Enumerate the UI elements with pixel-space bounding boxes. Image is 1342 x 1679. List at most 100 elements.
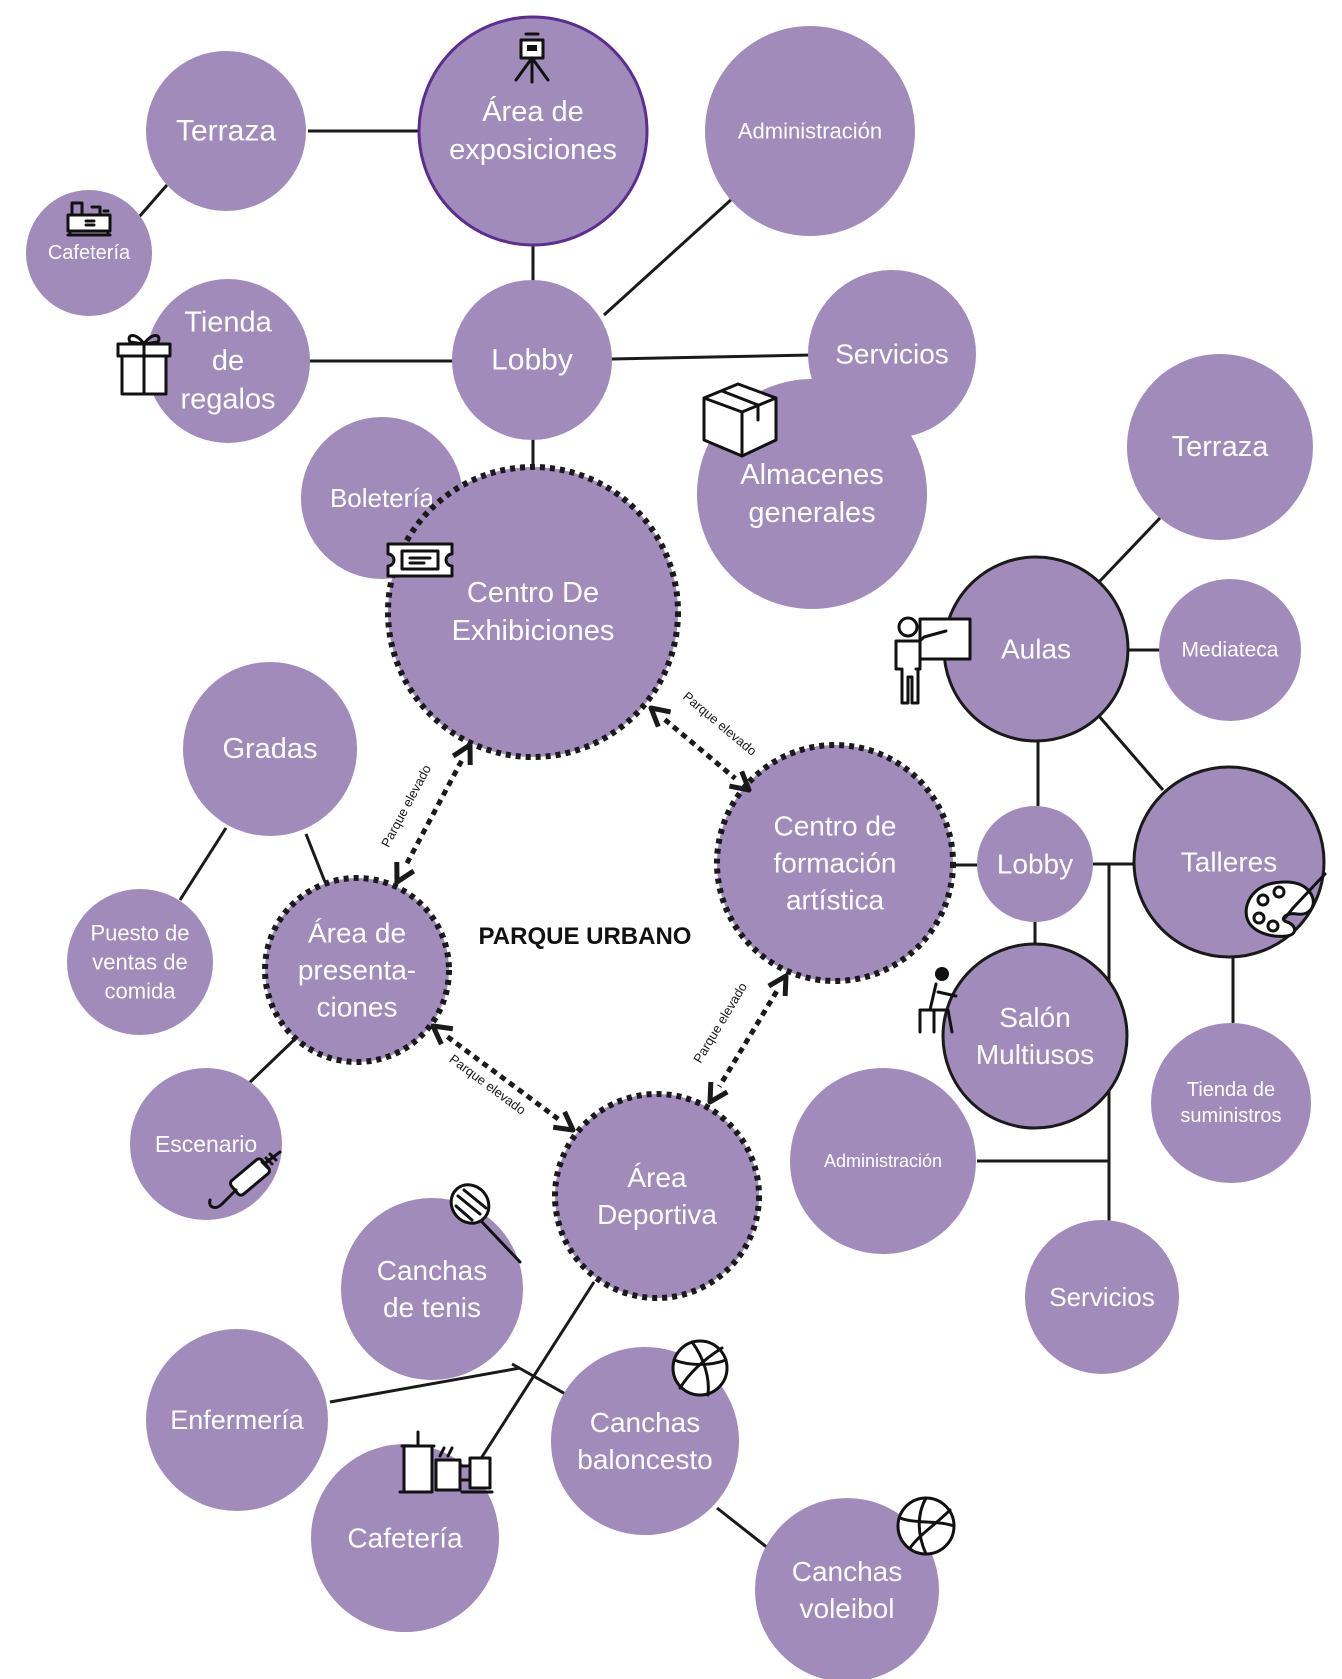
elevated-park-label: Parque elevado <box>378 762 434 849</box>
connector-line <box>1096 516 1162 585</box>
bubble-circle <box>944 557 1128 741</box>
palette-icon <box>1244 872 1327 938</box>
arrow-head-end <box>552 1110 576 1133</box>
bubble-label: Gradas <box>222 733 317 765</box>
bubble-dotted-border <box>385 464 681 760</box>
connector-line <box>137 184 169 218</box>
bubble-label: Centro de <box>774 811 897 842</box>
arrow-head-start <box>451 742 473 766</box>
coffee-cups-icon <box>398 1430 494 1494</box>
bubble-circle <box>452 280 612 440</box>
bubble-outline <box>1132 765 1326 959</box>
bubble-circle <box>790 1068 976 1254</box>
bubble-label: de tenis <box>383 1292 481 1323</box>
bubble-circle <box>183 662 357 836</box>
connector-line <box>304 833 327 883</box>
microphone-icon <box>208 1150 282 1209</box>
bubble-label: Terraza <box>176 115 276 148</box>
arrow-head-end <box>394 861 416 885</box>
icons <box>66 32 1327 1556</box>
bubble-lobby-right: Lobby <box>977 806 1093 922</box>
elevated-park-arrow: Parque elevado <box>690 973 789 1105</box>
connector-line <box>478 1281 596 1461</box>
bubble-label: de <box>212 345 244 377</box>
bubble-label: Escenario <box>155 1131 257 1157</box>
bubble-circle <box>67 889 213 1035</box>
bubble-label: Boletería <box>330 483 435 513</box>
bubble-circle <box>717 745 953 981</box>
bubble-circle <box>146 279 310 443</box>
arrow-shaft <box>445 1034 561 1122</box>
bubble-circle <box>419 17 647 245</box>
bubble-label: Canchas <box>590 1407 701 1438</box>
tennis-racket-icon <box>449 1183 522 1264</box>
bubble-label: Mediateca <box>1182 639 1279 662</box>
bubble-label: Tienda de <box>1187 1079 1275 1101</box>
bubble-circle <box>755 1498 939 1679</box>
bubble-aulas: Aulas <box>942 555 1130 743</box>
connector-line <box>329 1366 521 1404</box>
bubble-label: ventas de <box>92 950 187 975</box>
easel-icon <box>514 32 550 84</box>
bubble-circle <box>388 467 678 757</box>
diagram-title: PARQUE URBANO <box>479 923 692 950</box>
bubble-label: Cafetería <box>347 1523 463 1554</box>
arrow-head-start <box>430 1023 454 1046</box>
ticket-icon <box>386 542 454 578</box>
bubble-gradas: Gradas <box>183 662 357 836</box>
bubble-label: Almacenes <box>740 459 883 491</box>
bubble-label: regalos <box>180 383 275 415</box>
bubble-circle <box>265 878 449 1062</box>
connector-line <box>178 827 228 901</box>
bubble-label: Canchas <box>792 1556 903 1587</box>
arrow-shaft <box>403 759 464 868</box>
connector-line <box>244 1037 297 1088</box>
bubble-circle <box>1159 579 1301 721</box>
elevated-park-label: Parque elevado <box>680 689 759 759</box>
seated-person-icon <box>918 967 958 1034</box>
elevated-park-arrow: Parque elevado <box>378 742 473 885</box>
bubble-label: Talleres <box>1181 847 1277 878</box>
bubble-terraza-top: Terraza <box>146 51 306 211</box>
bubble-administracion-top: Administración <box>705 26 915 236</box>
bubble-area-exposiciones: Área de exposiciones <box>417 15 649 247</box>
bubble-label: suministros <box>1180 1105 1281 1127</box>
elevated-park-arrow: Parque elevado <box>648 689 760 793</box>
arrow-shaft <box>663 717 737 781</box>
bubble-label: Canchas <box>377 1255 488 1286</box>
bubble-label: Servicios <box>1049 1282 1154 1312</box>
bubble-label: Multiusos <box>976 1039 1094 1070</box>
bubble-label: exposiciones <box>449 134 617 166</box>
elevated-park-arrow: Parque elevado <box>430 1023 576 1133</box>
bubble-label: Centro De <box>467 577 599 609</box>
connector-line <box>602 196 735 317</box>
arrow-head-start <box>767 973 789 997</box>
volleyball-icon <box>896 1496 956 1556</box>
arrow-shaft <box>717 990 779 1088</box>
bubble-label: Área <box>627 1162 687 1193</box>
bubble-label: Tienda <box>184 307 272 339</box>
bubble-servicios-right: Servicios <box>1025 1220 1179 1374</box>
bubble-circle <box>341 1198 523 1380</box>
bubble-label: Área de <box>482 95 584 128</box>
bubble-label: artística <box>786 884 884 915</box>
bubble-outline <box>941 942 1129 1130</box>
bubble-mediateca: Mediateca <box>1159 579 1301 721</box>
connector-line <box>611 353 813 361</box>
bubble-label: Administración <box>738 119 882 144</box>
bubble-canchas-tenis: Canchas de tenis <box>341 1198 523 1380</box>
bubble-circle <box>146 51 306 211</box>
arrow-head-start <box>648 705 672 728</box>
bubble-dotted-border <box>552 1091 762 1301</box>
bubble-label: comida <box>105 979 177 1004</box>
bubble-ring <box>417 15 649 247</box>
bubble-administracion-right: Administración <box>790 1068 976 1254</box>
bubble-dotted-border <box>262 875 452 1065</box>
bubble-label: Terraza <box>1172 431 1270 463</box>
bubble-terraza-right: Terraza <box>1127 354 1313 540</box>
bubble-circle <box>1151 1023 1311 1183</box>
